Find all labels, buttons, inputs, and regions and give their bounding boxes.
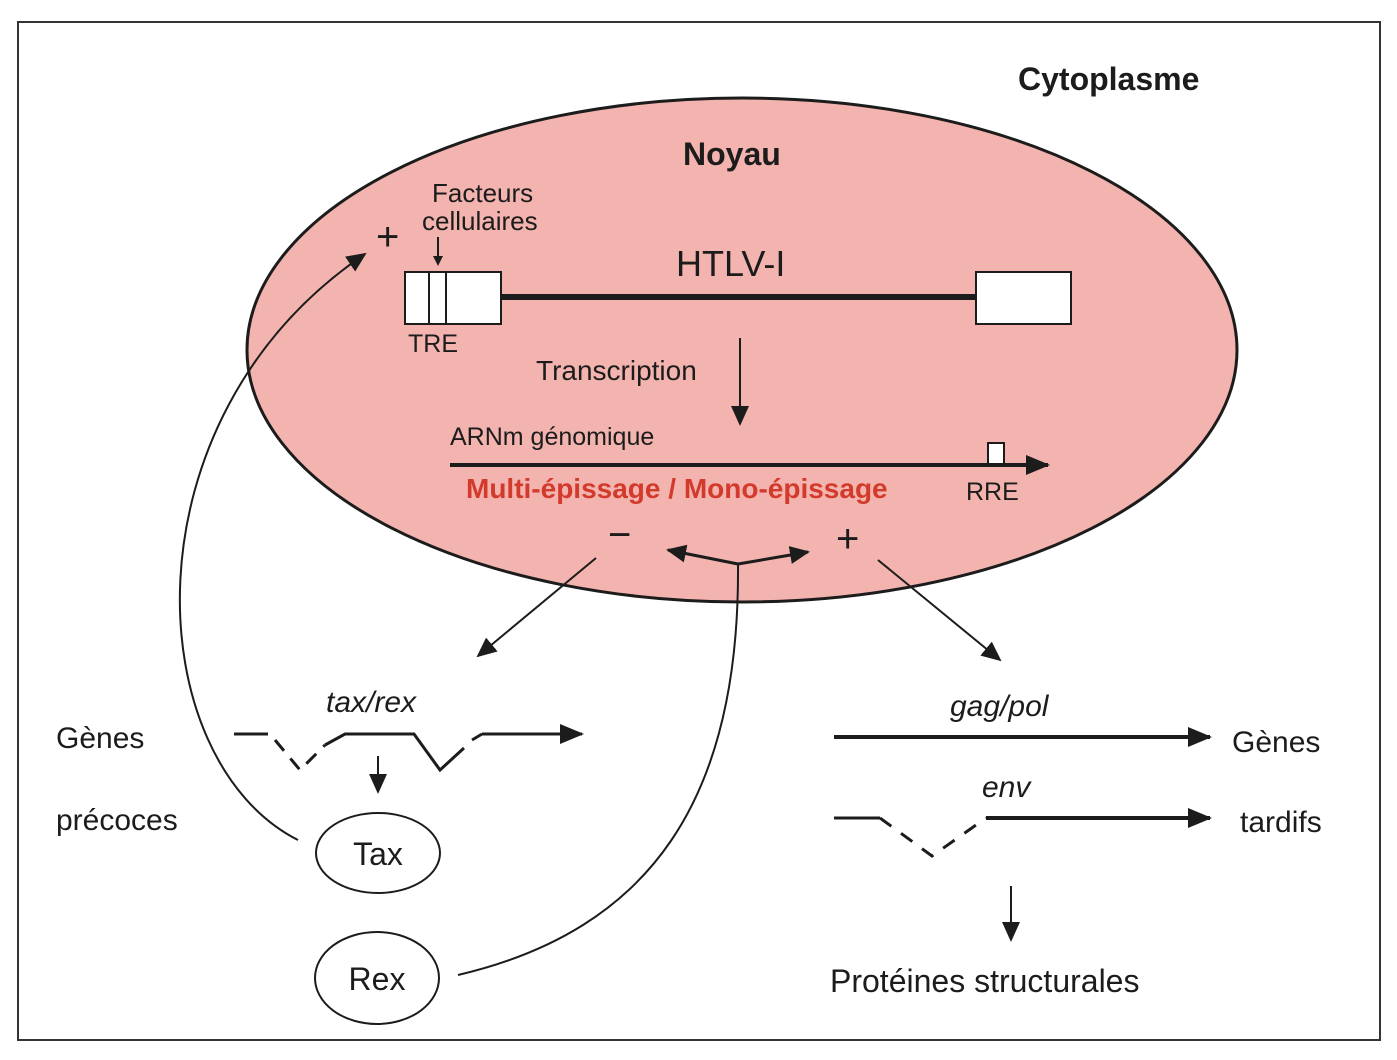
cell-factors-label-1: Facteurs — [432, 178, 533, 208]
ltr-3-box — [975, 271, 1072, 325]
rre-label: RRE — [966, 478, 1019, 506]
cell-factors-label-2: cellulaires — [422, 206, 538, 236]
structural-proteins-label: Protéines structurales — [830, 963, 1139, 999]
arrow-to-early-genes — [476, 557, 597, 658]
ltr-5-box — [404, 271, 502, 325]
early-genes-label-2: précoces — [56, 804, 178, 837]
gag-pol-gene-label: gag/pol — [950, 690, 1050, 723]
rex-protein: Rex — [314, 931, 440, 1025]
tax-rex-spliced-transcript — [234, 724, 584, 773]
env-gene-label: env — [982, 771, 1032, 804]
tax-protein: Tax — [315, 812, 441, 894]
tre-label: TRE — [408, 330, 458, 358]
late-genes-label-1: Gènes — [1232, 726, 1320, 759]
tax-feedback-curve — [178, 252, 367, 841]
splicing-label: Multi-épissage / Mono-épissage — [466, 473, 888, 504]
rex-feedback-curve — [457, 563, 740, 976]
splicing-minus: − — [608, 513, 631, 557]
tax-label: Tax — [353, 836, 403, 872]
splicing-plus: + — [836, 517, 859, 561]
early-genes-label-1: Gènes — [56, 722, 144, 755]
env-spliced-transcript — [834, 808, 1212, 858]
arrow-to-late-genes — [877, 559, 1002, 662]
nucleus — [245, 96, 1239, 604]
nucleus-label: Noyau — [683, 136, 781, 172]
rre-box — [987, 442, 1005, 465]
tax-activation-plus: + — [376, 215, 399, 259]
rex-label: Rex — [349, 961, 406, 997]
mrna-label: ARNm génomique — [450, 423, 654, 451]
cytoplasm-label: Cytoplasme — [1018, 61, 1199, 97]
rex-fork-arrows — [666, 544, 810, 566]
htlv-label: HTLV-I — [676, 243, 785, 284]
late-genes-label-2: tardifs — [1240, 806, 1322, 839]
transcription-label: Transcription — [536, 355, 697, 386]
tax-rex-gene-label: tax/rex — [326, 686, 417, 719]
